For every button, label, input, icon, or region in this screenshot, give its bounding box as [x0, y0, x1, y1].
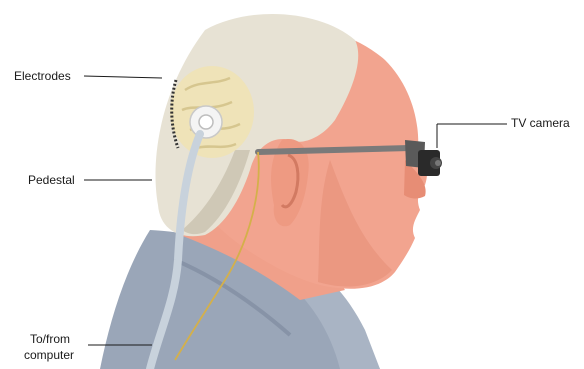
- pedestal-center: [199, 115, 213, 129]
- glasses-temple: [258, 148, 410, 152]
- tv-camera-label: TV camera: [511, 116, 570, 130]
- electrodes-leader: [84, 76, 162, 78]
- to-from-label: To/from: [30, 332, 70, 346]
- computer-label: computer: [24, 348, 74, 362]
- pedestal-label: Pedestal: [28, 173, 75, 187]
- camera-lens-center: [435, 160, 441, 166]
- electrodes-label: Electrodes: [14, 69, 71, 83]
